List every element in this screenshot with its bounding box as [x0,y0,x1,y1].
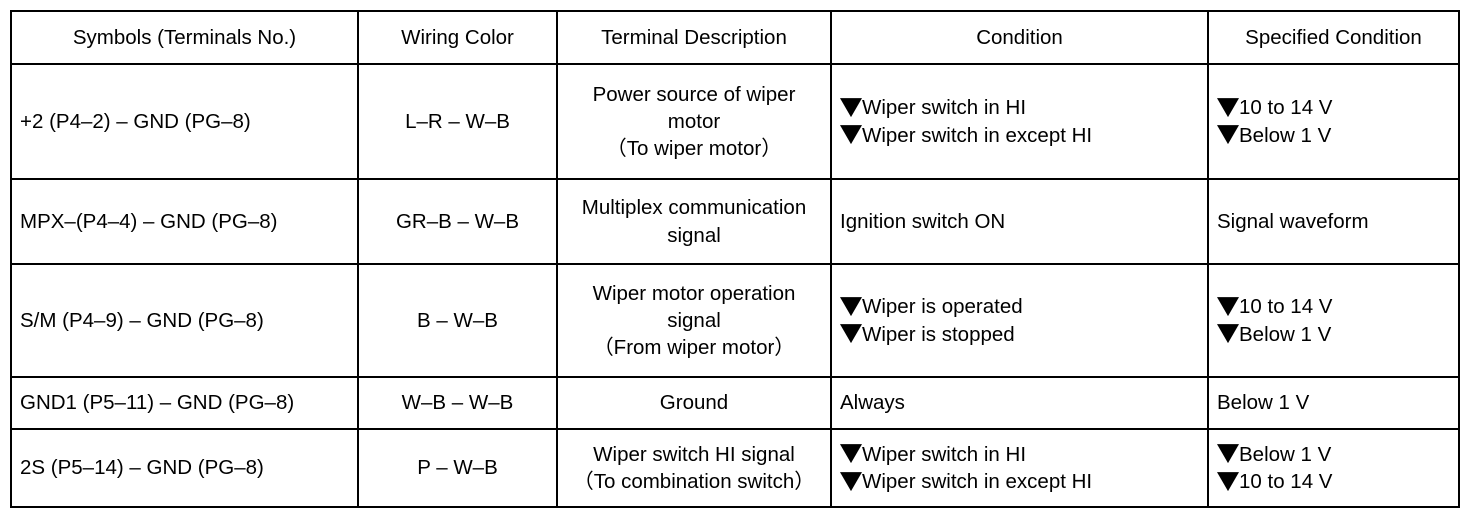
cell-terminal-description: Power source of wiper motor （To wiper mo… [556,63,832,180]
down-triangle-icon [840,297,862,317]
specified-text: Signal waveform [1217,209,1369,233]
cell-terminal-description: Ground [556,376,832,430]
cell-wiring-color: GR–B – W–B [357,178,558,265]
condition-text: Ignition switch ON [840,209,1006,233]
terminal-spec-sheet: Symbols (Terminals No.) Wiring Color Ter… [10,10,1460,508]
condition-text: Wiper switch in except HI [862,123,1093,147]
down-triangle-icon [840,324,862,344]
down-triangle-icon [1217,471,1239,491]
cell-terminal-description: Multiplex communication signal [556,178,832,265]
specified-list: Below 1 V 10 to 14 V [1217,441,1450,495]
cell-condition: Wiper switch in HI Wiper switch in excep… [830,63,1209,180]
column-header-condition: Condition [830,10,1209,65]
column-header-terminal-description: Terminal Description [556,10,832,65]
cell-symbols: +2 (P4–2) – GND (PG–8) [10,63,359,180]
table-header: Symbols (Terminals No.) Wiring Color Ter… [10,10,1460,65]
specified-text: 10 to 14 V [1239,470,1333,493]
description-line: Ground [659,391,729,415]
table-row: 2S (P5–14) – GND (PG–8) P – W–B Wiper sw… [10,428,1460,508]
cell-specified-condition: 10 to 14 V Below 1 V [1207,63,1460,180]
cell-specified-condition: Signal waveform [1207,178,1460,265]
description-line: Wiper switch HI signal [593,442,795,466]
list-item: Below 1 V [1217,122,1450,149]
description-line: （To combination switch） [573,470,815,493]
cell-condition: Always [830,376,1209,430]
cell-specified-condition: 10 to 14 V Below 1 V [1207,263,1460,378]
list-item: Below 1 V [1217,441,1450,468]
cell-terminal-description: Wiper switch HI signal （To combination s… [556,428,832,508]
table-row: +2 (P4–2) – GND (PG–8) L–R – W–B Power s… [10,63,1460,180]
specified-text: 10 to 14 V [1239,295,1333,319]
list-item: Wiper switch in HI [840,94,1199,121]
description-line: signal [667,223,721,247]
cell-terminal-description: Wiper motor operation signal （From wiper… [556,263,832,378]
cell-condition: Wiper is operated Wiper is stopped [830,263,1209,378]
condition-list: Wiper switch in HI Wiper switch in excep… [840,94,1199,148]
list-item: 10 to 14 V [1217,293,1450,320]
down-triangle-icon [840,125,862,145]
down-triangle-icon [1217,297,1239,317]
down-triangle-icon [1217,98,1239,118]
condition-text: Wiper is operated [862,295,1023,319]
down-triangle-icon [840,471,862,491]
description-line: （From wiper motor） [593,336,795,360]
condition-list: Wiper is operated Wiper is stopped [840,293,1199,347]
cell-condition: Wiper switch in HI Wiper switch in excep… [830,428,1209,508]
cell-symbols: GND1 (P5–11) – GND (PG–8) [10,376,359,430]
table-body: +2 (P4–2) – GND (PG–8) L–R – W–B Power s… [10,63,1460,508]
description-line: Power source of wiper [592,82,796,106]
list-item: Wiper is operated [840,293,1199,320]
condition-text: Wiper switch in HI [862,442,1027,466]
terminal-specification-table: Symbols (Terminals No.) Wiring Color Ter… [10,10,1460,508]
condition-text: Wiper switch in except HI [862,470,1093,493]
cell-symbols: MPX–(P4–4) – GND (PG–8) [10,178,359,265]
cell-wiring-color: P – W–B [357,428,558,508]
description-line: signal [667,308,721,332]
specified-text: Below 1 V [1239,322,1332,346]
condition-text: Always [840,391,905,415]
down-triangle-icon [840,98,862,118]
specified-text: 10 to 14 V [1239,96,1333,120]
down-triangle-icon [840,444,862,464]
list-item: 10 to 14 V [1217,94,1450,121]
column-header-specified-condition: Specified Condition [1207,10,1460,65]
description-line: （To wiper motor） [606,137,782,161]
table-row: MPX–(P4–4) – GND (PG–8) GR–B – W–B Multi… [10,178,1460,265]
specified-list: 10 to 14 V Below 1 V [1217,293,1450,347]
description-line: motor [667,109,721,133]
condition-list: Wiper switch in HI Wiper switch in excep… [840,441,1199,495]
specified-text: Below 1 V [1217,391,1310,415]
list-item: Wiper is stopped [840,321,1199,348]
description-line: Wiper motor operation [592,281,796,305]
specified-list: 10 to 14 V Below 1 V [1217,94,1450,148]
list-item: Below 1 V [1217,321,1450,348]
down-triangle-icon [1217,444,1239,464]
specified-text: Below 1 V [1239,442,1332,466]
description-line: Multiplex communication [581,196,807,220]
down-triangle-icon [1217,125,1239,145]
down-triangle-icon [1217,324,1239,344]
cell-condition: Ignition switch ON [830,178,1209,265]
cell-specified-condition: Below 1 V [1207,376,1460,430]
column-header-symbols: Symbols (Terminals No.) [10,10,359,65]
table-row: S/M (P4–9) – GND (PG–8) B – W–B Wiper mo… [10,263,1460,378]
cell-symbols: S/M (P4–9) – GND (PG–8) [10,263,359,378]
header-row: Symbols (Terminals No.) Wiring Color Ter… [10,10,1460,65]
cell-wiring-color: B – W–B [357,263,558,378]
cell-symbols: 2S (P5–14) – GND (PG–8) [10,428,359,508]
specified-text: Below 1 V [1239,123,1332,147]
table-row: GND1 (P5–11) – GND (PG–8) W–B – W–B Grou… [10,376,1460,430]
column-header-wiring-color: Wiring Color [357,10,558,65]
list-item: Wiper switch in except HI [840,122,1199,149]
cell-specified-condition: Below 1 V 10 to 14 V [1207,428,1460,508]
list-item: 10 to 14 V [1217,468,1450,495]
condition-text: Wiper switch in HI [862,96,1027,120]
list-item: Wiper switch in except HI [840,468,1199,495]
list-item: Wiper switch in HI [840,441,1199,468]
condition-text: Wiper is stopped [862,322,1015,346]
cell-wiring-color: L–R – W–B [357,63,558,180]
cell-wiring-color: W–B – W–B [357,376,558,430]
